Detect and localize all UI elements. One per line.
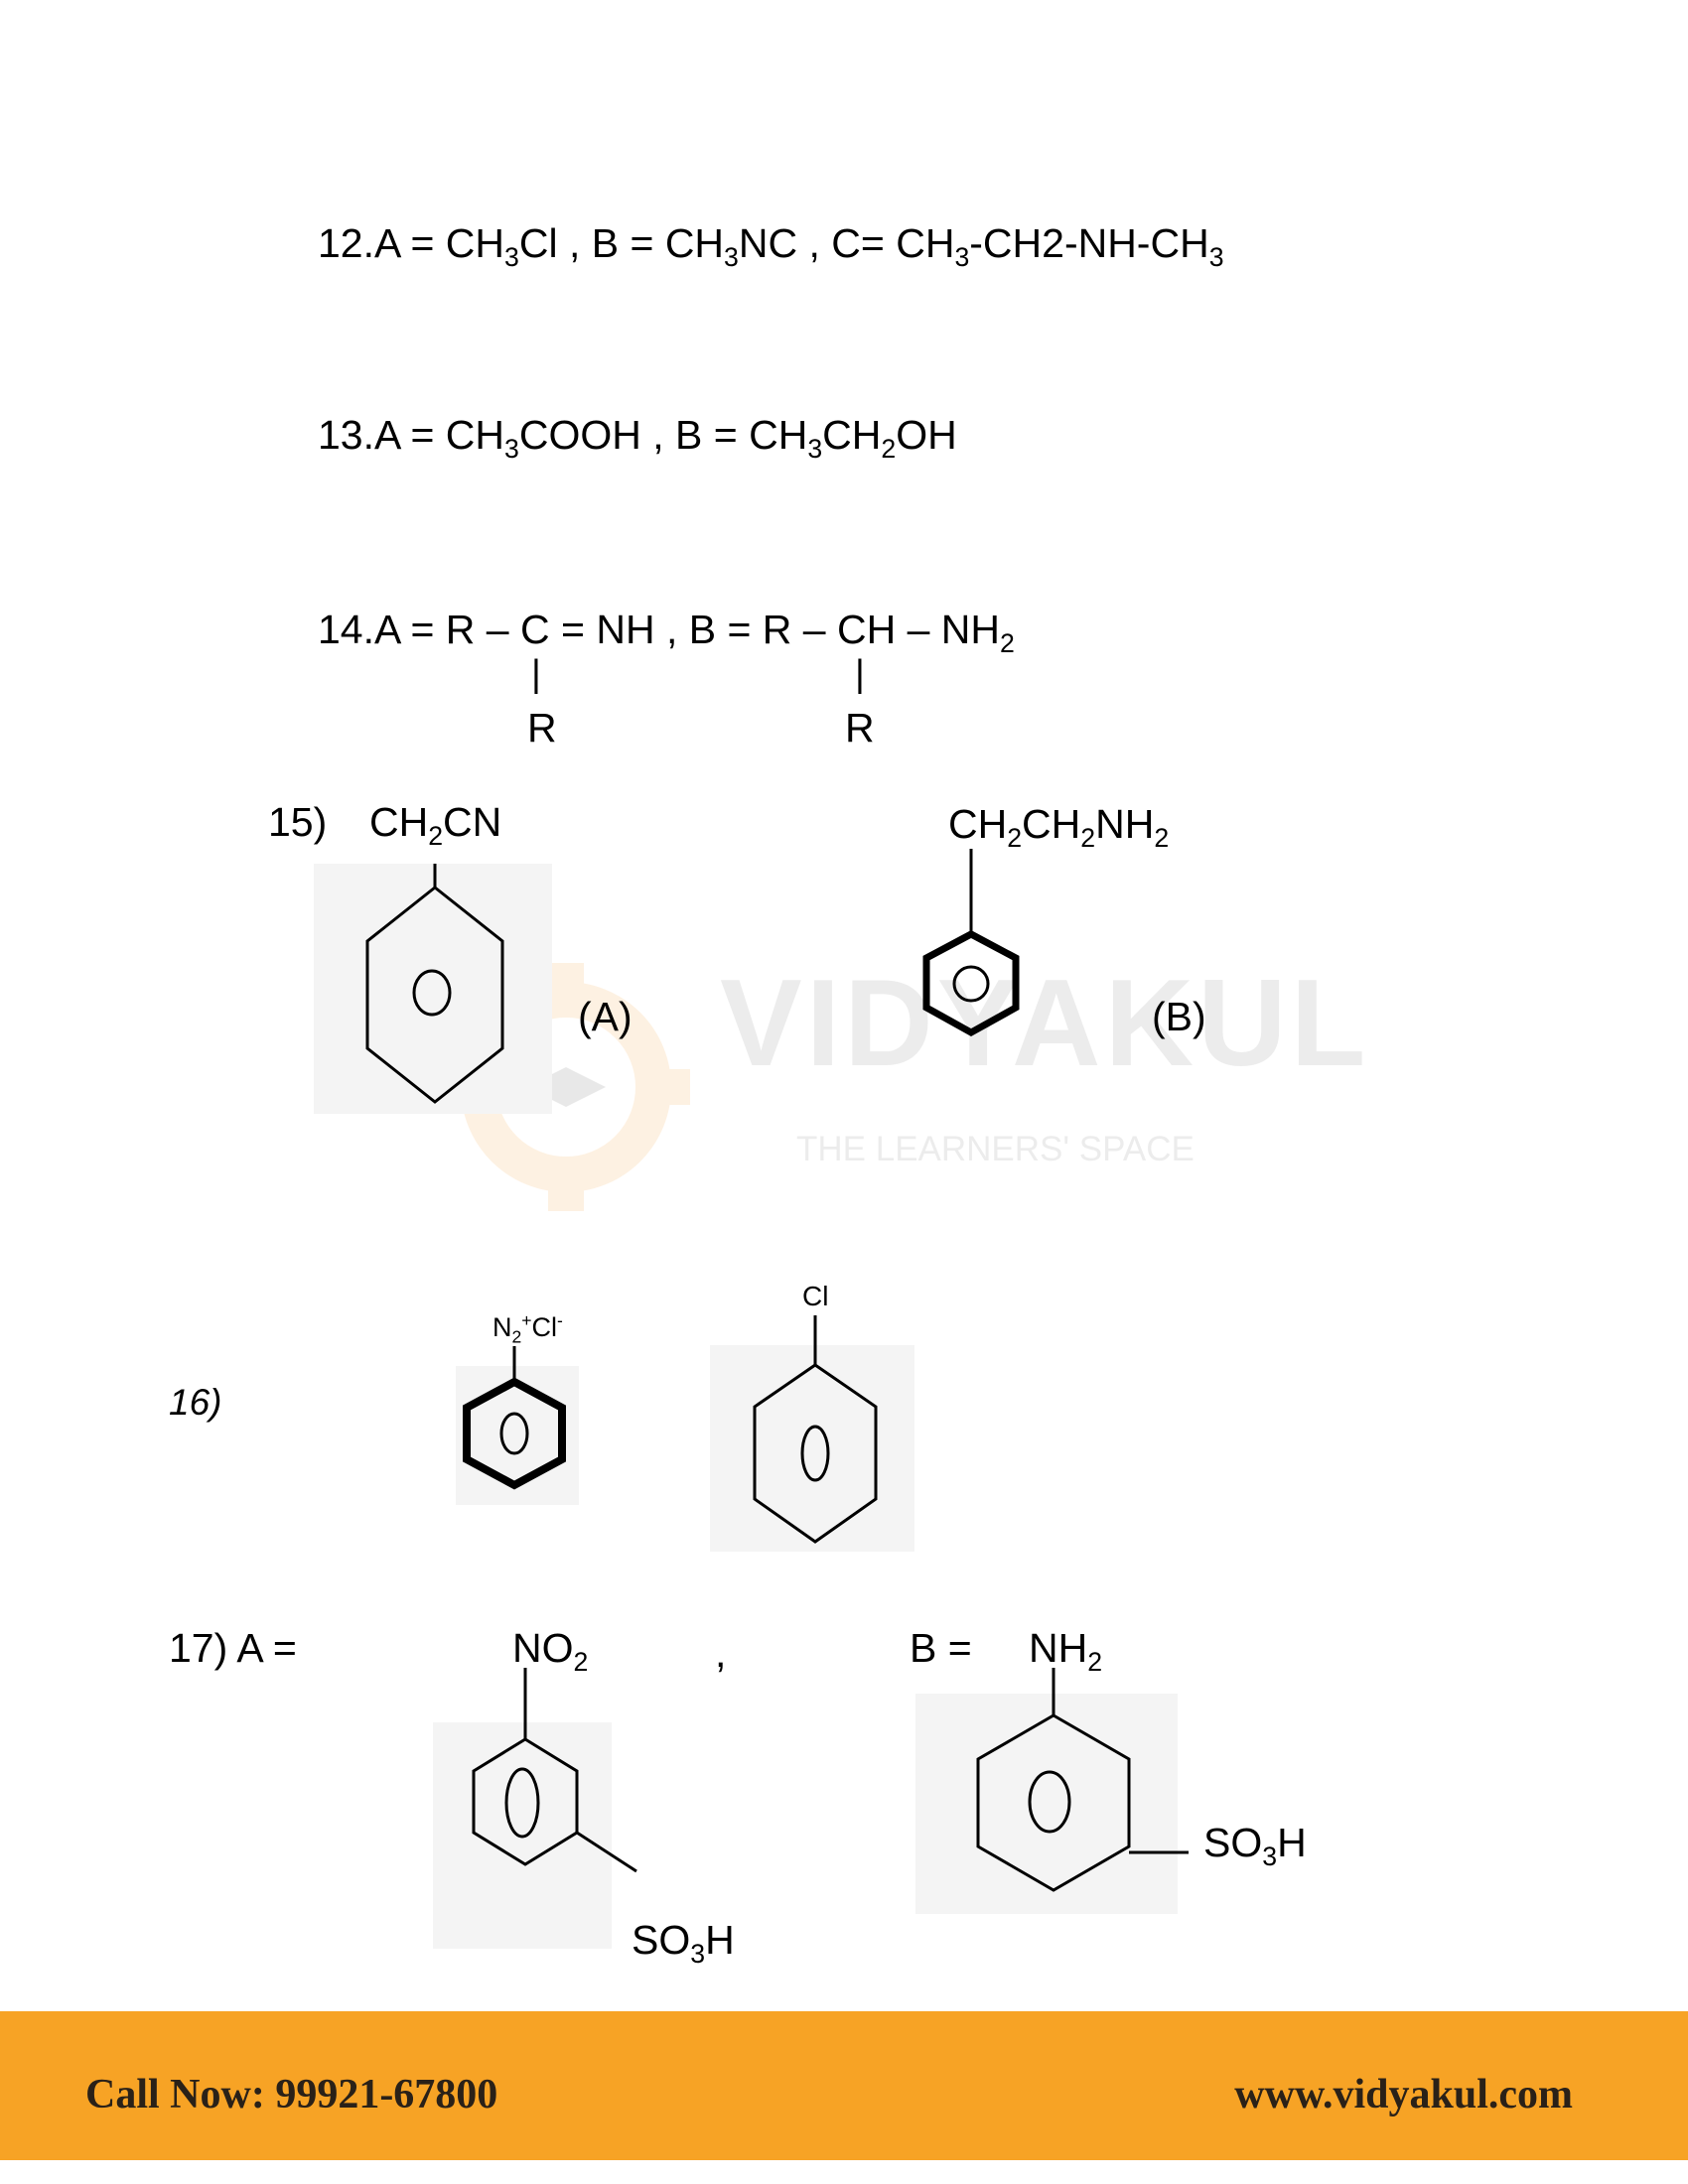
separator-comma: , <box>715 1630 727 1676</box>
benzene-ring-chloro <box>710 1315 914 1552</box>
answer-13: 13.A = CH3COOH , B = CH3CH2OH <box>318 412 957 465</box>
benzene-ring-17a <box>433 1668 637 1949</box>
answer-12: 12.A = CH3Cl , B = CH3NC , C= CH3-CH2-NH… <box>318 220 1224 273</box>
sulfonic-label-b: SO3H <box>1203 1820 1307 1872</box>
substituent-r-a: R <box>527 705 557 751</box>
chloro-label: Cl <box>802 1281 829 1311</box>
benzene-ring-15a <box>314 864 552 1114</box>
label-a: (A) <box>578 994 633 1039</box>
bond-b: | <box>855 653 865 695</box>
benzene-ring-17b <box>915 1668 1189 1914</box>
bond-a: | <box>531 653 541 695</box>
nitro-label: NO2 <box>512 1625 589 1678</box>
footer-phone[interactable]: Call Now: 99921-67800 <box>85 2072 498 2117</box>
q16-number: 16) <box>169 1382 222 1423</box>
answer-14: 14.A = R – C = NH , B = R – CH – NH2 <box>318 607 1015 659</box>
label-b: (B) <box>1152 994 1206 1039</box>
watermark-tagline: THE LEARNERS' SPACE <box>796 1130 1195 1168</box>
footer-website-link[interactable]: www.vidyakul.com <box>1234 2072 1573 2117</box>
watermark-brand: VIDYAKUL <box>720 955 1370 1092</box>
q15-formula-b: CH2CH2NH2 <box>948 801 1170 854</box>
q15-formula-a: CH2CN <box>369 799 502 852</box>
benzene-ring-15b <box>922 849 1020 1037</box>
b-label: B = <box>910 1625 972 1671</box>
q15-number: 15) <box>268 799 328 845</box>
benzene-ring-diazonium <box>456 1346 579 1505</box>
diazonium-label: N2+Cl- <box>492 1310 563 1347</box>
amino-label: NH2 <box>1029 1625 1103 1678</box>
sulfonic-label-a: SO3H <box>632 1917 735 1970</box>
footer-bar: Call Now: 99921-67800 www.vidyakul.com <box>0 2011 1688 2160</box>
q17-prefix: 17) A = <box>169 1625 297 1671</box>
substituent-r-b: R <box>845 705 875 751</box>
